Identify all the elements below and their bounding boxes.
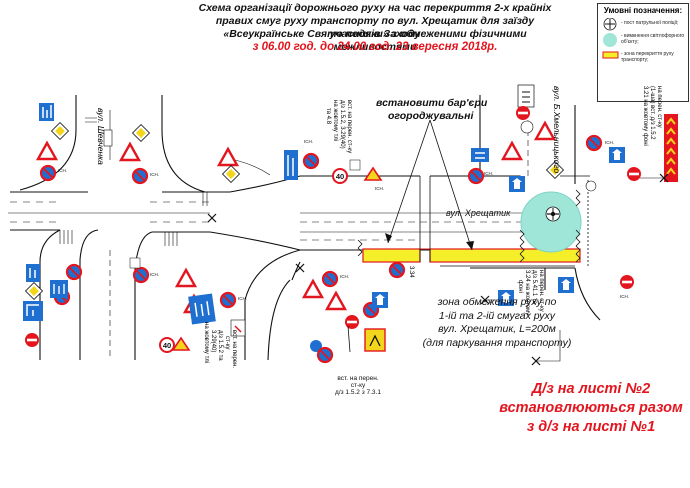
signs-bottom-mid [159, 261, 406, 364]
install-mid-5: на жовтому тлі [203, 322, 209, 364]
install-top-3: на жовтому тлі [332, 100, 338, 142]
sign-label: ІСН. [150, 272, 159, 277]
install-top-1: вст. на перен. ст-ку [346, 100, 352, 154]
sign-label: ІСН. [484, 171, 493, 176]
legend-title: Умовні позначення: [603, 6, 683, 15]
legend-icons [602, 18, 619, 59]
barrier-label-1: встановити бар'єри [376, 97, 488, 109]
red-note-3: з д/з на листі №1 [526, 419, 656, 435]
legend-item-signal: - вимкнення світлофорного об'єкту; [621, 33, 685, 45]
zone-line-2: 1-ій та 2-ій смугах руху [438, 309, 556, 322]
red-note-1: Д/з на листі №2 [531, 381, 651, 397]
signs-top-mid [217, 147, 383, 184]
signal-off-zone [520, 191, 582, 253]
red-note-2: встановлюються разом [499, 400, 683, 416]
sign-label: ІСН. [58, 168, 67, 173]
zone-line-3: вул. Хрещатик, L=200м [438, 323, 556, 335]
legend-box: Умовні позначення: - пост патрульної пол… [597, 3, 689, 102]
install-right-top-2: (1-ша) вст. д/з 1.5.2 [649, 86, 655, 140]
sign-label: ІСН. [150, 172, 159, 177]
police-post-icon [545, 206, 561, 222]
sign-label: ІСН. [605, 140, 614, 145]
sign-label: ІСН. [238, 296, 247, 301]
legend-signal-icon [603, 33, 617, 47]
install-mid-3: д/з 1.5.2 та [217, 330, 223, 361]
title-line-2: правих смуг руху транспорту по вул. Хрещ… [215, 15, 535, 40]
zone-description: зона обмеження руху по 1-ій та 2-ій смуг… [413, 296, 581, 370]
street-shevchenka: вул. Шевченка [96, 108, 106, 165]
red-note: Д/з на листі №2 встановлюються разом з д… [496, 380, 686, 437]
closure-zone-left [362, 248, 421, 263]
signs-pair-label: 3.34 [408, 266, 414, 278]
install-mid-2: ст-ку [224, 336, 230, 350]
install-bottom-2: д/з 1.5.2 з 7.3.1 [335, 389, 381, 396]
signs-top-left [36, 103, 150, 185]
legend-police-icon [603, 18, 617, 31]
title-line-4: з 06.00 год. до 24.00 год. 23 вересня 20… [252, 41, 498, 53]
title-line-3: «Всеукраїнське Свято подяки» з обмеженим… [223, 28, 527, 53]
legend-item-police: - пост патрульної поліції; [621, 20, 679, 26]
install-top-2: д/з 1.5.2, 3.29(40) [339, 100, 345, 149]
barrier-label-2: огороджувальні [388, 110, 474, 122]
sign-label: ІСН. [340, 274, 349, 279]
legend-zone-icon [602, 51, 619, 59]
install-bottom-1: вст. на перен. ст-ку [337, 375, 379, 389]
install-mid-1: вст. на перен. [231, 330, 237, 369]
install-right-4: фоні [517, 280, 523, 293]
zone-line-4: (для паркування транспорту) [422, 336, 572, 349]
road-edges [8, 95, 601, 361]
install-right-top-1: на перен. ст-ку [656, 86, 662, 128]
install-bottom-note: вст. на перен. ст-ку д/з 1.5.2 з 7.3.1 [333, 375, 383, 396]
install-mid-4: 3.29(40) [210, 330, 216, 353]
signs-top-right [467, 84, 641, 192]
sign-label: ІСН. [620, 294, 629, 299]
signs-bottom-left [23, 257, 150, 347]
street-khmelnytskoho: вул. Б.Хмельницького [552, 86, 562, 174]
sign-label: ІСН. [304, 139, 313, 144]
legend-item-zone: - зона перекриття руху транспорту; [621, 51, 674, 63]
install-top-4: та 4.8 [325, 108, 331, 125]
title-line-1: Схема організації дорожнього руху на час… [198, 2, 552, 14]
zone-line-1: зона обмеження руху по [437, 296, 557, 308]
chevron-board [664, 114, 678, 182]
install-right-top-3: 3.21 на жовтому фоні [642, 86, 648, 146]
sign-label: ІСН. [375, 186, 384, 191]
street-khreshchatyk: вул. Хрещатик [446, 208, 511, 218]
